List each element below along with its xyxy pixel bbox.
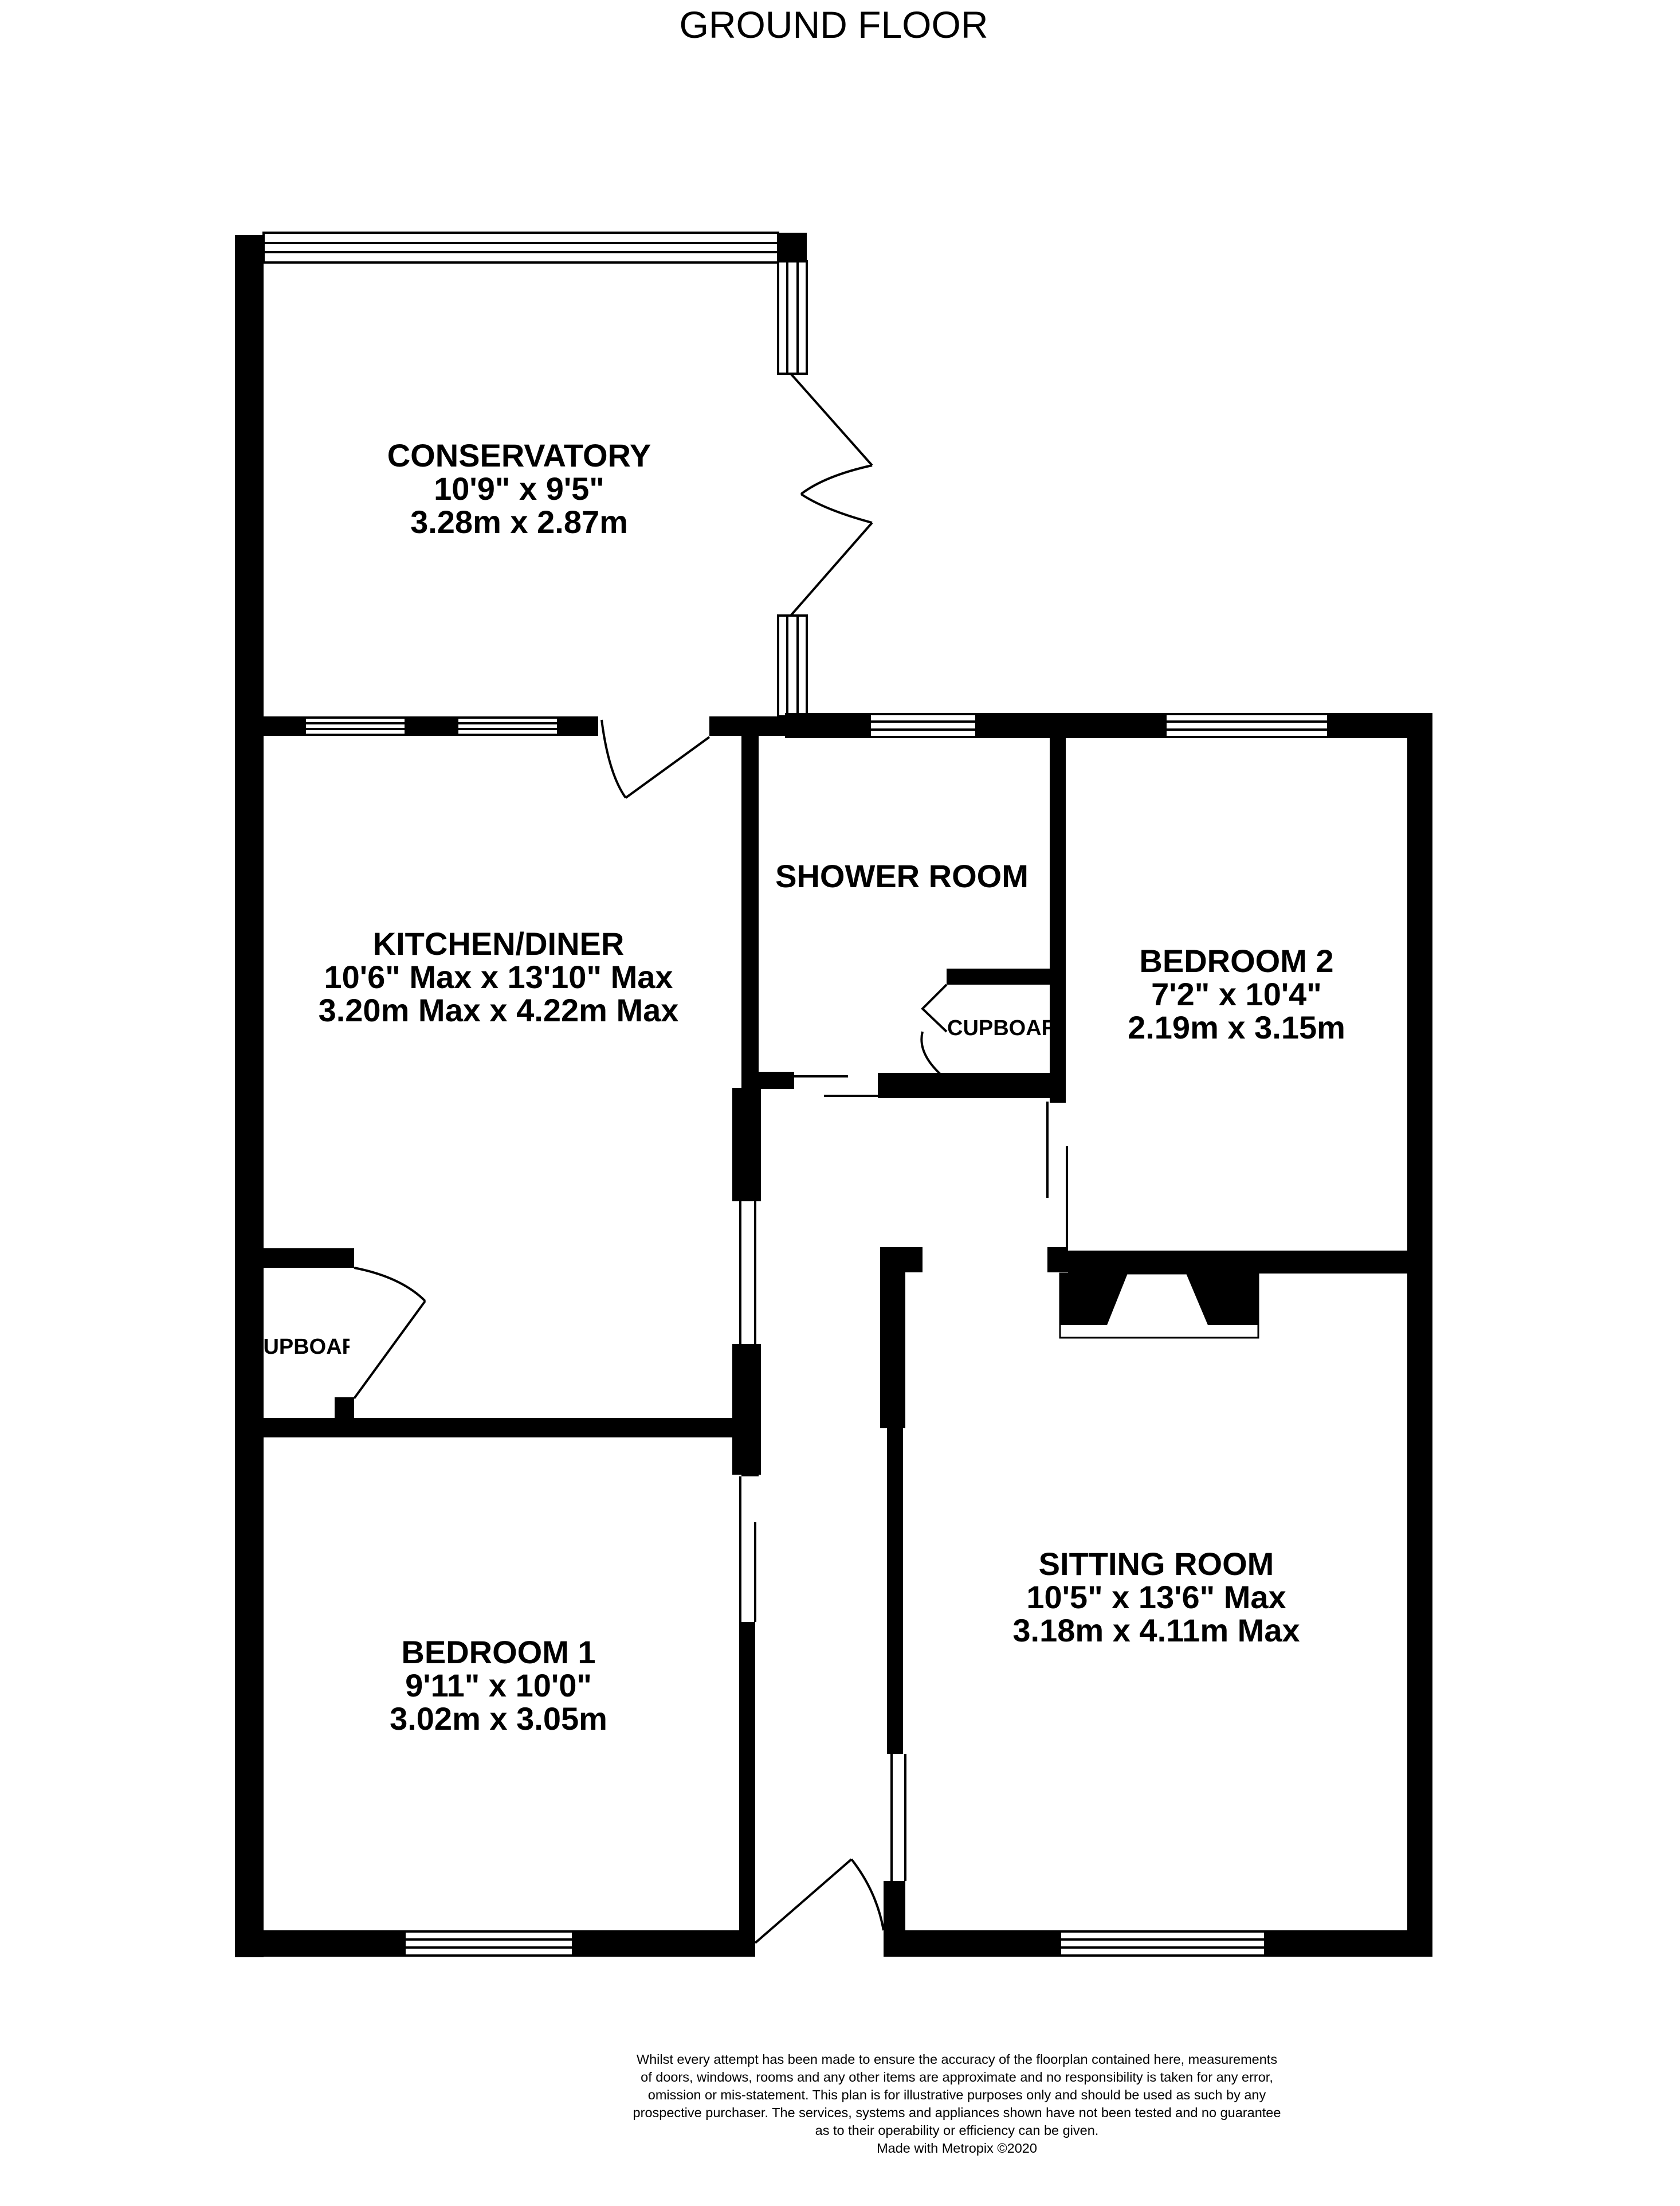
cupboard-door <box>920 984 948 1080</box>
disclaimer-credit: Made with Metropix ©2020 <box>877 2141 1037 2156</box>
wall-post <box>778 233 807 261</box>
bedroom1-imperial: 9'11" x 10'0" <box>405 1667 592 1703</box>
kitchen-door <box>600 719 711 799</box>
bedroom2-metric: 2.19m x 3.15m <box>1128 1009 1345 1045</box>
hearth <box>1059 1272 1259 1339</box>
room-labels: CONSERVATORY 10'9" x 9'5" 3.28m x 2.87m … <box>248 437 1345 1737</box>
wall-segment <box>1050 736 1066 1103</box>
window <box>262 232 779 264</box>
window <box>777 260 808 375</box>
kitchen-metric: 3.20m Max x 4.22m Max <box>319 992 679 1028</box>
wall-segment <box>1047 1247 1068 1272</box>
wall-segment <box>887 1421 903 1754</box>
wall-segment <box>709 716 785 736</box>
wall-segment <box>335 1397 354 1420</box>
wall-segment <box>1265 1930 1432 1957</box>
cupboard-label-shower: CUPBOARD <box>947 1016 1073 1040</box>
wall-segment <box>878 1073 1066 1098</box>
disclaimer-line: omission or mis-statement. This plan is … <box>647 2087 1266 2102</box>
wall-segment <box>732 1088 761 1201</box>
kitchen-imperial: 10'6" Max x 13'10" Max <box>324 959 673 995</box>
front-door <box>754 1858 885 1944</box>
wall-segment <box>884 1881 905 1930</box>
wall-segment <box>739 1622 755 1954</box>
french-door-upper <box>790 373 873 495</box>
outer-wall-left <box>235 235 264 1957</box>
wall-segment <box>235 1930 405 1957</box>
bedroom2-imperial: 7'2" x 10'4" <box>1151 976 1322 1012</box>
disclaimer-line: as to their operability or efficiency ca… <box>815 2123 1099 2138</box>
french-door-lower <box>790 493 873 617</box>
windows <box>262 232 1329 1957</box>
window <box>304 716 407 736</box>
fireplace-left <box>1060 1274 1128 1325</box>
wall-segment <box>573 1930 755 1957</box>
wall-segment <box>1068 1251 1432 1274</box>
bedroom1-name: BEDROOM 1 <box>401 1634 595 1670</box>
sitting-room-imperial: 10'5" x 13'6" Max <box>1026 1579 1286 1615</box>
cupboard-door <box>353 1267 426 1400</box>
window <box>456 716 559 736</box>
wall-segment <box>558 716 598 736</box>
conservatory-imperial: 10'9" x 9'5" <box>434 471 605 507</box>
disclaimer-line: prospective purchaser. The services, sys… <box>633 2105 1281 2120</box>
walls <box>235 233 1432 1957</box>
wall-segment <box>264 1418 739 1437</box>
window <box>869 713 978 738</box>
bedroom1-metric: 3.02m x 3.05m <box>390 1700 607 1737</box>
cupboard-label-clip: CUPBOARD <box>947 1016 1073 1040</box>
shower-room-name: SHOWER ROOM <box>775 858 1029 894</box>
wall-segment <box>947 969 1050 985</box>
wall-segment <box>264 716 305 736</box>
disclaimer-line: Whilst every attempt has been made to en… <box>636 2052 1278 2067</box>
sitting-room-name: SITTING ROOM <box>1039 1546 1274 1582</box>
fireplace-right <box>1186 1274 1258 1325</box>
conservatory-metric: 3.28m x 2.87m <box>410 504 628 540</box>
wall-segment <box>976 713 1165 738</box>
disclaimer: Whilst every attempt has been made to en… <box>539 2051 1375 2157</box>
cupboard-label-kitchen: CUPBOARD <box>248 1335 374 1359</box>
wall-segment <box>880 1247 905 1428</box>
floor-title: GROUND FLOOR <box>679 3 988 46</box>
outer-wall-right <box>1407 713 1432 1957</box>
wall-segment <box>741 1072 794 1089</box>
window <box>1059 1930 1266 1957</box>
sitting-room-metric: 3.18m x 4.11m Max <box>1012 1612 1300 1648</box>
window <box>777 614 808 718</box>
conservatory-name: CONSERVATORY <box>387 437 651 473</box>
doors <box>353 373 1068 1944</box>
kitchen-name: KITCHEN/DINER <box>373 926 625 962</box>
wall-segment <box>884 1930 1060 1957</box>
disclaimer-line: of doors, windows, rooms and any other i… <box>641 2070 1273 2084</box>
bedroom2-name: BEDROOM 2 <box>1139 943 1333 979</box>
wall-segment <box>406 716 457 736</box>
wall-segment <box>741 736 759 1083</box>
window <box>1164 713 1329 738</box>
wall-segment <box>741 1418 759 1475</box>
cupboard-label-clip: CUPBOARD <box>248 1335 374 1359</box>
window <box>403 1930 574 1957</box>
wall-segment <box>264 1248 354 1268</box>
